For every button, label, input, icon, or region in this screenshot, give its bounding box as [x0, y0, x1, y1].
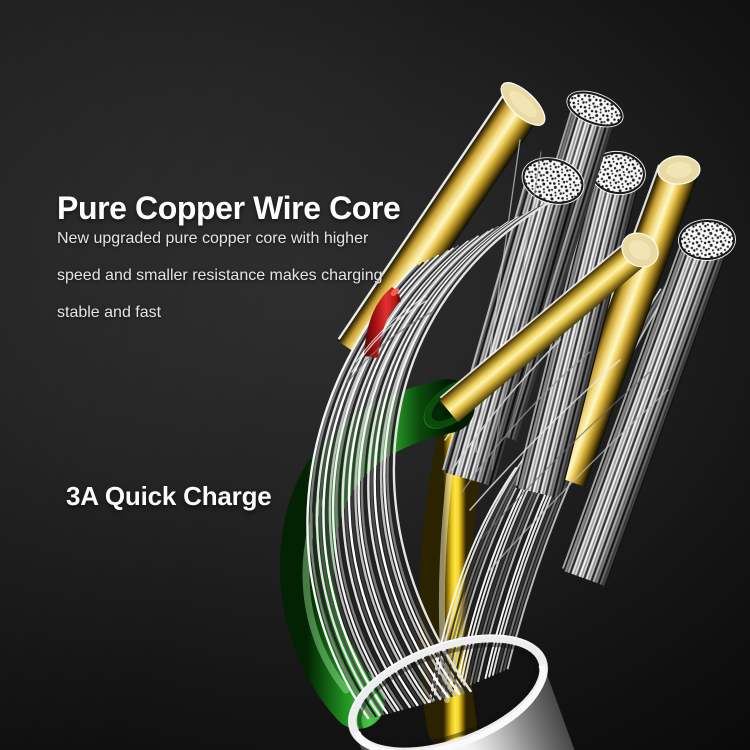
feature-label: 3A Quick Charge: [66, 481, 272, 511]
strands-over-red: [347, 295, 433, 383]
description: New upgraded pure copper core with highe…: [57, 220, 383, 331]
description-line: stable and fast: [57, 304, 162, 321]
shield-wire-right: [562, 218, 736, 587]
description-line: speed and smaller resistance makes charg…: [57, 267, 383, 284]
description-line: New upgraded pure copper core with highe…: [57, 230, 369, 247]
copper-core-from-green: [438, 232, 659, 423]
page-title: Pure Copper Wire Core: [57, 190, 401, 227]
cable-jacket: [347, 634, 607, 750]
red-wire: [347, 287, 433, 383]
